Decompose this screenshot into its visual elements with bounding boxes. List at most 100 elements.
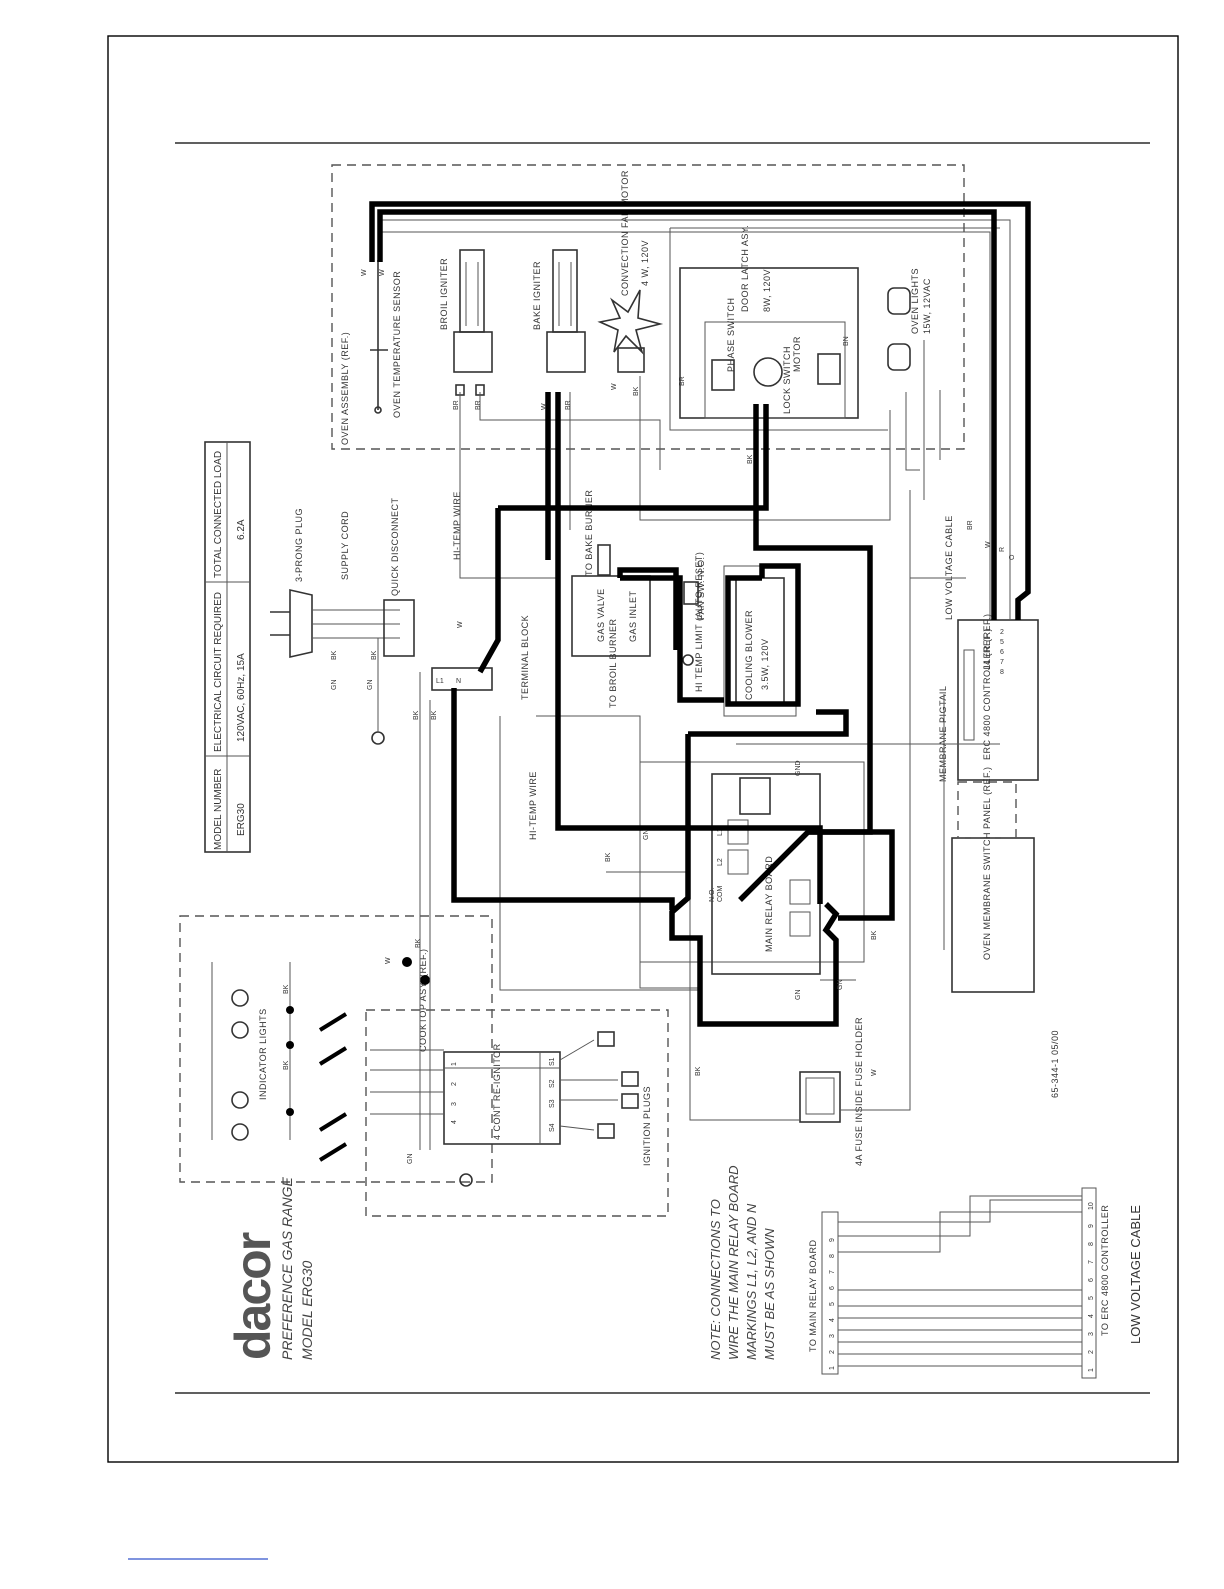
svg-text:3-PRONG PLUG: 3-PRONG PLUG bbox=[294, 508, 304, 582]
svg-text:BR: BR bbox=[475, 400, 482, 410]
svg-text:MARKINGS L1, L2, AND N: MARKINGS L1, L2, AND N bbox=[744, 1203, 759, 1360]
controller-pin-label: 8 bbox=[1088, 1242, 1095, 1246]
svg-text:N.O.: N.O. bbox=[709, 888, 716, 902]
svg-text:FAN SW. N.O.: FAN SW. N.O. bbox=[696, 556, 706, 620]
svg-text:L1: L1 bbox=[717, 828, 724, 836]
svg-text:2: 2 bbox=[451, 1082, 458, 1086]
document-code: 65-344-1 05/00 bbox=[1050, 1030, 1060, 1098]
svg-text:R: R bbox=[999, 547, 1006, 552]
connection-note: NOTE: CONNECTIONS TO WIRE THE MAIN RELAY… bbox=[708, 1165, 777, 1360]
svg-text:BK: BK bbox=[413, 710, 420, 720]
svg-text:BK: BK bbox=[415, 938, 422, 948]
svg-text:HI-TEMP WIRE: HI-TEMP WIRE bbox=[528, 771, 538, 840]
controller-pin-label: 3 bbox=[1088, 1332, 1095, 1336]
svg-text:COOLING BLOWER: COOLING BLOWER bbox=[744, 610, 754, 700]
svg-text:DOOR LATCH ASY.: DOOR LATCH ASY. bbox=[740, 225, 750, 312]
svg-text:BK: BK bbox=[371, 650, 378, 660]
svg-text:BR: BR bbox=[453, 400, 460, 410]
svg-text:IGNITION PLUGS: IGNITION PLUGS bbox=[642, 1086, 652, 1166]
heavy-wires bbox=[369, 201, 1031, 1027]
svg-text:ERG30: ERG30 bbox=[236, 803, 247, 836]
door-latch-assembly: DOOR LATCH ASY. 8W, 120V PHASE SWITCH MO… bbox=[679, 225, 859, 419]
svg-text:W: W bbox=[457, 621, 464, 628]
svg-text:MAIN RELAY BOARD: MAIN RELAY BOARD bbox=[764, 856, 774, 952]
oven-lights: OVEN LIGHTS 15W, 12VAC bbox=[887, 268, 932, 371]
indicator-lights: INDICATOR LIGHTS bbox=[211, 957, 430, 1162]
svg-text:8: 8 bbox=[1000, 669, 1004, 676]
svg-text:J4 (REF.): J4 (REF.) bbox=[982, 628, 992, 670]
svg-text:W: W bbox=[385, 957, 392, 964]
svg-text:GAS VALVE: GAS VALVE bbox=[596, 588, 606, 642]
relay-pin-label: 7 bbox=[829, 1270, 836, 1274]
spec-table: MODEL NUMBER ELECTRICAL CIRCUIT REQUIRED… bbox=[204, 441, 251, 853]
svg-text:BK: BK bbox=[605, 852, 612, 862]
fuse-holder: 4A FUSE INSIDE FUSE HOLDER bbox=[799, 1017, 864, 1166]
svg-text:S2: S2 bbox=[549, 1079, 556, 1088]
svg-text:TO BROIL BURNER: TO BROIL BURNER bbox=[608, 618, 618, 708]
relay-pin-label: 2 bbox=[829, 1350, 836, 1354]
svg-text:GN: GN bbox=[837, 980, 844, 991]
svg-text:7: 7 bbox=[1000, 659, 1004, 666]
fan-switch: FAN SW. N.O. HI TEMP LIMIT (AUTO RESET) bbox=[682, 552, 706, 692]
svg-text:BK: BK bbox=[695, 1066, 702, 1076]
svg-text:S4: S4 bbox=[549, 1123, 556, 1132]
spark-module: 4 CONT RE-IGNITOR S1 S2 S3 S4 1 2 3 4 IG… bbox=[443, 1031, 652, 1187]
svg-text:N: N bbox=[456, 678, 461, 685]
cooktop-box bbox=[179, 915, 493, 1183]
svg-text:BROIL IGNITER: BROIL IGNITER bbox=[439, 258, 449, 330]
svg-text:L2: L2 bbox=[717, 858, 724, 866]
relay-pin-label: 1 bbox=[829, 1366, 836, 1370]
svg-text:BR: BR bbox=[565, 400, 572, 410]
relay-pin-label: 5 bbox=[829, 1302, 836, 1306]
cooktop-box-2 bbox=[365, 1009, 669, 1217]
svg-text:MEMBRANE PIGTAIL: MEMBRANE PIGTAIL bbox=[938, 686, 948, 782]
svg-text:GAS INLET: GAS INLET bbox=[628, 590, 638, 642]
controller-pin-label: 5 bbox=[1088, 1296, 1095, 1300]
svg-text:4A FUSE INSIDE FUSE HOLDER: 4A FUSE INSIDE FUSE HOLDER bbox=[854, 1017, 864, 1166]
svg-text:GN: GN bbox=[795, 990, 802, 1001]
svg-text:BK: BK bbox=[283, 984, 290, 994]
svg-text:PHASE SWITCH: PHASE SWITCH bbox=[726, 297, 736, 372]
controller-pin-label: 4 bbox=[1088, 1314, 1095, 1318]
controller-pin-label: 1 bbox=[1088, 1368, 1095, 1372]
svg-text:SUPPLY CORD: SUPPLY CORD bbox=[340, 511, 350, 580]
low-voltage-harness bbox=[821, 1187, 1097, 1379]
erc-controller: ERC 4800 CONTROLLER (REF.) J4 (REF.) LOW… bbox=[938, 515, 1039, 782]
product-title: PREFERENCE GAS RANGE bbox=[279, 1177, 295, 1360]
convection-fan: CONVECTION FAN MOTOR 4 W, 120V bbox=[597, 170, 664, 373]
controller-pin-label: 2 bbox=[1088, 1350, 1095, 1354]
svg-text:BK: BK bbox=[747, 454, 754, 464]
svg-text:TO BAKE BURNER: TO BAKE BURNER bbox=[584, 490, 594, 576]
svg-text:BAKE IGNITER: BAKE IGNITER bbox=[532, 261, 542, 330]
oven-assembly-box bbox=[331, 164, 965, 450]
svg-text:ERC 4800 CONTROLLER (REF.): ERC 4800 CONTROLLER (REF.) bbox=[982, 613, 992, 760]
svg-text:6: 6 bbox=[1000, 649, 1004, 656]
svg-text:MODEL NUMBER: MODEL NUMBER bbox=[213, 769, 224, 850]
membrane-switch-panel: OVEN MEMBRANE SWITCH PANEL (REF.) bbox=[943, 694, 1035, 993]
power-plug: 3-PRONG PLUG SUPPLY CORD QUICK DISCONNEC… bbox=[270, 497, 415, 745]
svg-text:OVEN TEMPERATURE SENSOR: OVEN TEMPERATURE SENSOR bbox=[392, 271, 402, 418]
svg-text:W: W bbox=[985, 541, 992, 548]
brand-block: dacor PREFERENCE GAS RANGE MODEL ERG30 bbox=[225, 1177, 315, 1360]
gas-valve: TO BAKE BURNER GAS VALVE GAS INLET TO BR… bbox=[571, 490, 651, 708]
svg-text:LOCK SWITCH: LOCK SWITCH bbox=[782, 346, 792, 414]
svg-text:BK: BK bbox=[283, 1060, 290, 1070]
svg-text:HI-TEMP WIRE: HI-TEMP WIRE bbox=[452, 491, 462, 560]
relay-pin-label: 8 bbox=[829, 1254, 836, 1258]
relay-pin-label: 6 bbox=[829, 1286, 836, 1290]
svg-text:BK: BK bbox=[431, 710, 438, 720]
svg-text:4: 4 bbox=[451, 1120, 458, 1124]
svg-text:HI TEMP LIMIT (AUTO RESET): HI TEMP LIMIT (AUTO RESET) bbox=[694, 552, 704, 692]
cable-title: LOW VOLTAGE CABLE bbox=[1128, 1205, 1143, 1344]
svg-text:O: O bbox=[1009, 554, 1016, 560]
svg-text:1: 1 bbox=[451, 1062, 458, 1066]
svg-text:3: 3 bbox=[451, 1102, 458, 1106]
svg-text:GN: GN bbox=[367, 680, 374, 691]
svg-text:15W, 12VAC: 15W, 12VAC bbox=[922, 278, 932, 334]
svg-text:BN: BN bbox=[843, 336, 850, 346]
to-relay-label: TO MAIN RELAY BOARD bbox=[808, 1239, 818, 1352]
wire-code-labels: W W BR BR W BR BK W BK BN BR BR W R O BK… bbox=[283, 269, 1016, 1164]
svg-text:MUST BE AS SHOWN: MUST BE AS SHOWN bbox=[762, 1228, 777, 1360]
svg-text:L1: L1 bbox=[436, 678, 444, 685]
